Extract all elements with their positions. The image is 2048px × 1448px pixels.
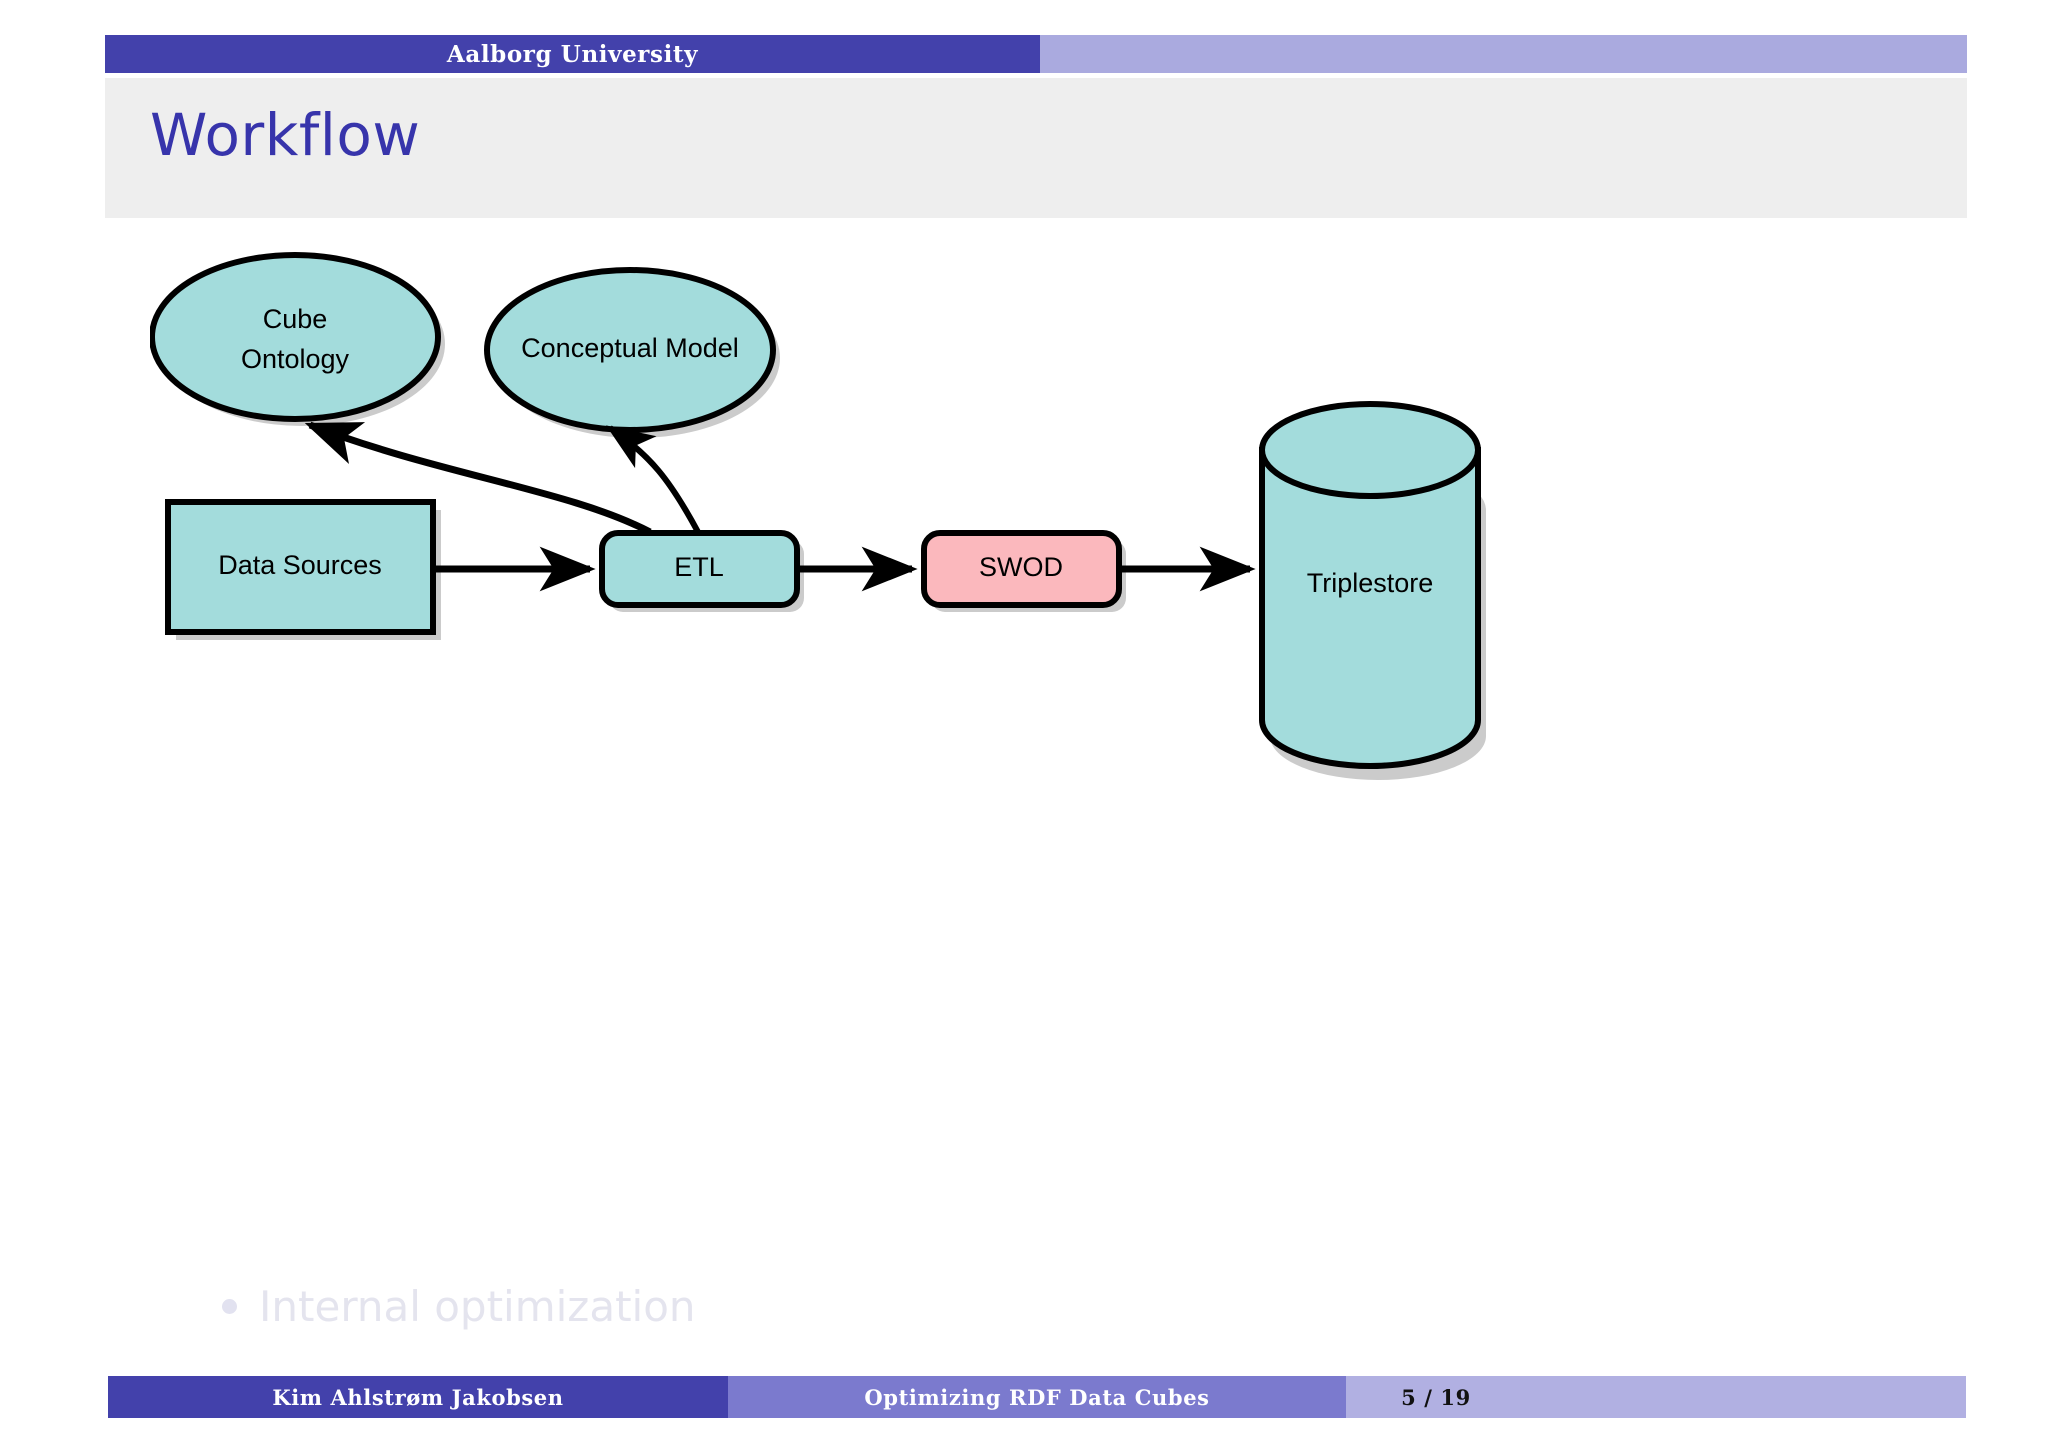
footer-author-segment: Kim Ahlstrøm Jakobsen [108,1376,728,1418]
node-etl[interactable]: ETL [599,530,800,608]
edge-etl-to-conceptual-model [606,425,701,534]
node-cube-ontology-label-line2: Ontology [241,344,350,374]
footer-author-label: Kim Ahlstrøm Jakobsen [272,1384,564,1410]
header-institution-segment: Aalborg University [105,35,1040,73]
node-conceptual-model[interactable]: Conceptual Model [484,267,776,433]
slide-title-band: Workflow [105,78,1967,218]
node-data-sources-label: Data Sources [218,550,382,580]
footer-page-number: 5 / 19 [1401,1384,1471,1410]
node-data-sources[interactable]: Data Sources [165,499,436,635]
diagram-edges [304,421,1256,592]
header-filler-segment [1040,35,1967,73]
workflow-diagram: Cube Ontology Conceptual Model Data Sour… [150,240,1570,820]
slide-footer-bar: Kim Ahlstrøm Jakobsen Optimizing RDF Dat… [108,1376,1966,1418]
slide-header-bar: Aalborg University [105,35,1967,73]
node-swod[interactable]: SWOD [921,530,1122,608]
node-etl-label: ETL [674,552,724,582]
edge-etl-to-cube-ontology [304,421,652,536]
node-triplestore-label: Triplestore [1307,568,1434,598]
node-conceptual-model-label: Conceptual Model [521,333,739,363]
bullet-label: Internal optimization [259,1282,696,1331]
footer-page-segment: 5 / 19 [1346,1376,1966,1418]
node-swod-label: SWOD [979,552,1063,582]
node-cube-ontology[interactable]: Cube Ontology [150,252,441,422]
page-title: Workflow [150,101,421,169]
footer-talk-title-label: Optimizing RDF Data Cubes [864,1384,1210,1410]
header-institution-label: Aalborg University [446,40,699,68]
node-triplestore[interactable]: Triplestore [1259,401,1481,769]
bullet-dot-icon [222,1299,237,1314]
footer-title-segment: Optimizing RDF Data Cubes [728,1376,1346,1418]
list-item: Internal optimization [222,1282,696,1331]
node-cube-ontology-label-line1: Cube [263,304,328,334]
